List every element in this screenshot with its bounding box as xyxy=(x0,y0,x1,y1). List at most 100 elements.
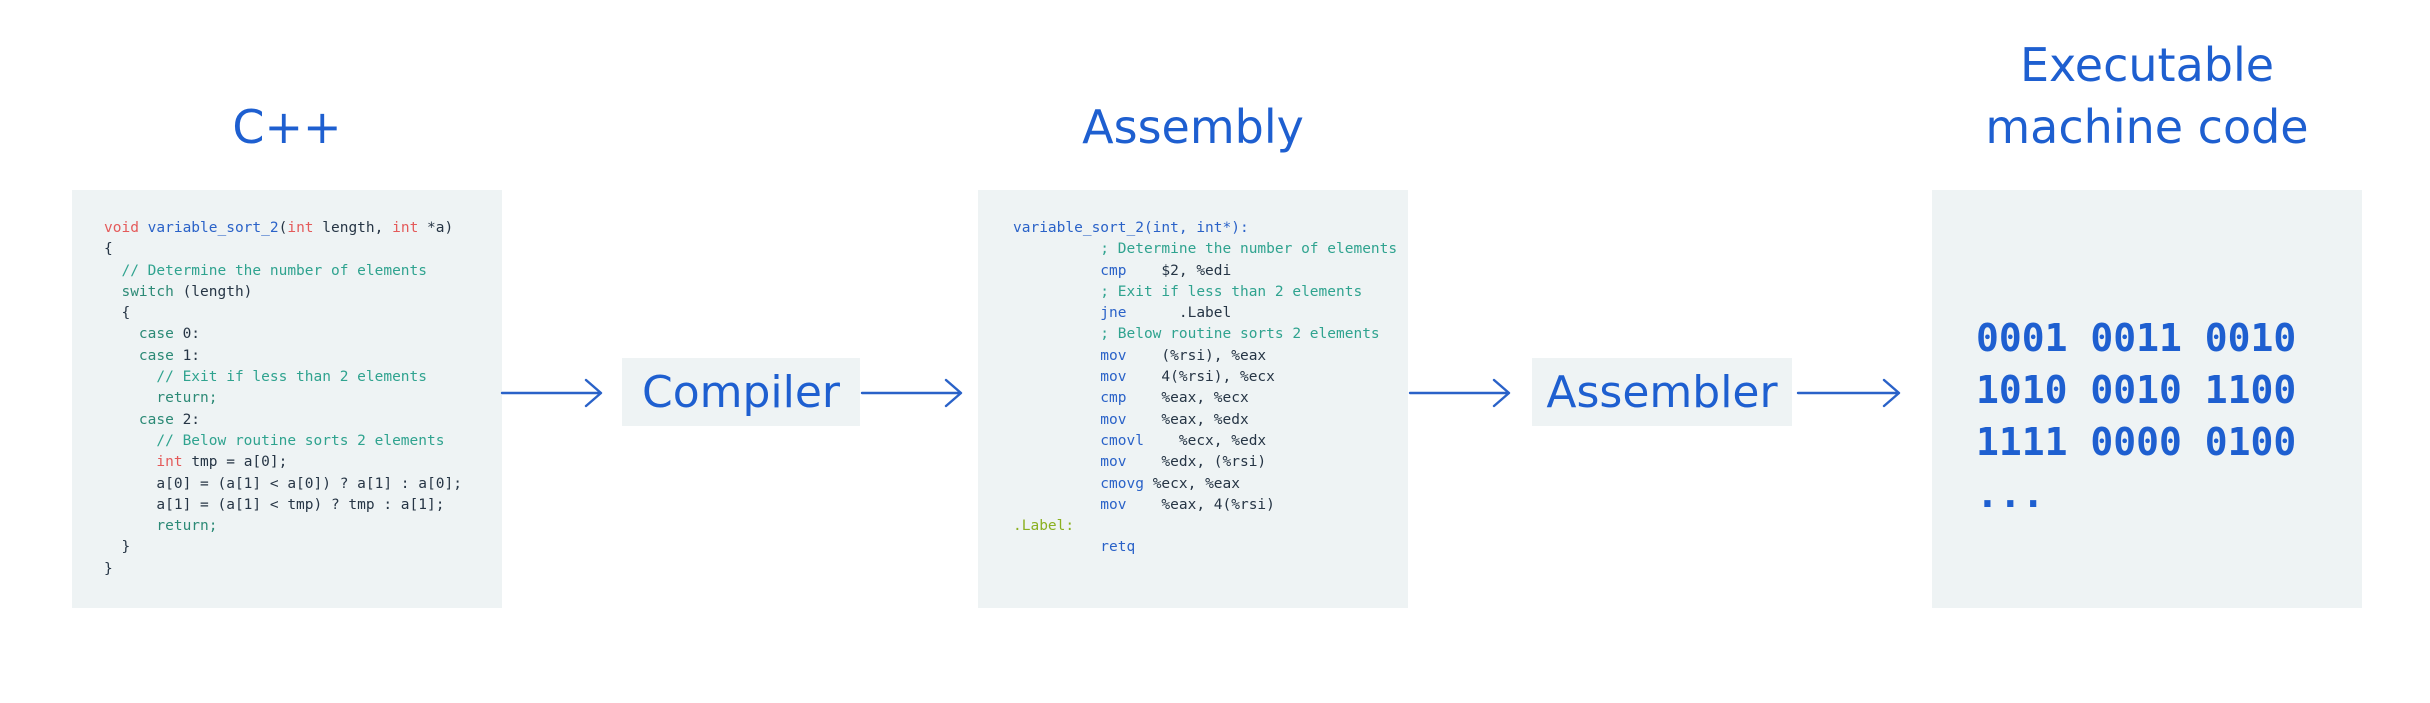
code-token: a[1] = (a[1] < tmp) ? tmp : a[1]; xyxy=(104,496,445,513)
code-token: %ecx, %eax xyxy=(1152,475,1240,492)
code-token: %edx, (%rsi) xyxy=(1161,454,1267,471)
cpp-code-line: a[1] = (a[1] < tmp) ? tmp : a[1]; xyxy=(104,495,502,516)
code-token: *a) xyxy=(427,220,454,236)
assembly-code-line: jne .Label xyxy=(1013,303,1408,324)
assembly-code-line: cmovg %ecx, %eax xyxy=(1013,474,1408,495)
code-token: switch xyxy=(104,283,183,300)
code-token: cmovl xyxy=(1013,432,1162,449)
arrow-cpp-to-compiler xyxy=(500,378,603,408)
code-token: return; xyxy=(104,390,218,407)
code-token: length, xyxy=(322,220,393,236)
cpp-code-line: // Determine the number of elements xyxy=(104,261,502,282)
machine-code-line: 0001 0011 0010 xyxy=(1976,316,2297,360)
cpp-code-line: return; xyxy=(104,388,502,409)
code-token: %eax, 4(%rsi) xyxy=(1161,496,1275,513)
cpp-code-line: return; xyxy=(104,516,502,537)
code-token: mov xyxy=(1013,454,1162,471)
assembly-code-line: mov %edx, (%rsi) xyxy=(1013,452,1408,473)
code-token: (%rsi), %eax xyxy=(1161,347,1267,364)
code-token: .Label xyxy=(1161,305,1232,322)
arrow-compiler-to-assembly xyxy=(860,378,963,408)
assembly-code-line: mov 4(%rsi), %ecx xyxy=(1013,367,1408,388)
assembly-code-line: ; Exit if less than 2 elements xyxy=(1013,282,1408,303)
code-token: // Below routine sorts 2 elements xyxy=(104,432,445,449)
code-token: ; Exit if less than 2 elements xyxy=(1013,283,1363,300)
title-machine-code: Executable machine code xyxy=(1985,38,2309,154)
code-token: variable_sort_2 xyxy=(147,220,279,236)
arrow-assembly-to-assembler xyxy=(1408,378,1511,408)
code-token: case xyxy=(104,411,183,428)
cpp-code-line: } xyxy=(104,559,502,580)
code-token: int xyxy=(392,220,428,236)
code-token: } xyxy=(104,539,131,556)
code-token: %eax, %ecx xyxy=(1161,390,1249,407)
cpp-code-line: a[0] = (a[1] < a[0]) ? a[1] : a[0]; xyxy=(104,474,502,495)
cpp-code-line: case 0: xyxy=(104,324,502,345)
code-token: case xyxy=(104,326,183,343)
cpp-code-box: void variable_sort_2(int length, int *a)… xyxy=(72,190,502,608)
code-token: variable_sort_2(int, int*): xyxy=(1013,220,1249,236)
code-token: 4(%rsi), %ecx xyxy=(1161,369,1275,386)
cpp-code-line: // Below routine sorts 2 elements xyxy=(104,431,502,452)
code-token: .Label: xyxy=(1013,518,1075,535)
machine-code-line: 1010 0010 1100 xyxy=(1976,368,2297,412)
assembly-code-line: retq xyxy=(1013,537,1408,558)
assembly-code-line: ; Below routine sorts 2 elements xyxy=(1013,324,1408,345)
compiler-box: Compiler xyxy=(622,358,860,426)
cpp-code-line: case 2: xyxy=(104,410,502,431)
code-token: ( xyxy=(278,220,288,236)
title-assembly: Assembly xyxy=(1082,100,1304,154)
assembly-code-line: mov %eax, %edx xyxy=(1013,410,1408,431)
machine-code-box xyxy=(1932,190,2362,608)
arrow-assembler-to-machine xyxy=(1796,378,1901,408)
title-cpp: C++ xyxy=(232,100,342,154)
code-token: void xyxy=(104,220,148,236)
assembly-code-line: ; Determine the number of elements xyxy=(1013,239,1408,260)
cpp-code-line: // Exit if less than 2 elements xyxy=(104,367,502,388)
assembly-code-box: variable_sort_2(int, int*): ; Determine … xyxy=(978,190,1408,608)
assembly-code: variable_sort_2(int, int*): ; Determine … xyxy=(1013,218,1408,559)
code-token: (length) xyxy=(182,283,253,300)
code-token: { xyxy=(104,241,113,258)
code-token: cmovg xyxy=(1013,475,1153,492)
assembly-code-line: .Label: xyxy=(1013,516,1408,537)
code-token: mov xyxy=(1013,411,1162,428)
cpp-code-line: { xyxy=(104,239,502,260)
code-token: a[0] = (a[1] < a[0]) ? a[1] : a[0]; xyxy=(104,475,462,492)
code-token: retq xyxy=(1013,539,1136,556)
code-token: ; Determine the number of elements xyxy=(1013,241,1398,258)
cpp-code-line: int tmp = a[0]; xyxy=(104,452,502,473)
cpp-code-line: void variable_sort_2(int length, int *a) xyxy=(104,218,502,239)
code-token: int xyxy=(104,454,192,471)
code-token: mov xyxy=(1013,347,1162,364)
code-token: 0: xyxy=(182,326,201,343)
code-token: cmp xyxy=(1013,390,1162,407)
machine-code-line: 1111 0000 0100 xyxy=(1976,420,2297,464)
assembler-box: Assembler xyxy=(1532,358,1792,426)
assembly-code-line: cmovl %ecx, %edx xyxy=(1013,431,1408,452)
code-token: ; Below routine sorts 2 elements xyxy=(1013,326,1380,343)
code-token: } xyxy=(104,560,113,577)
code-token: %eax, %edx xyxy=(1161,411,1249,428)
code-token: { xyxy=(104,305,131,322)
cpp-code-line: case 1: xyxy=(104,346,502,367)
assembly-code-line: mov (%rsi), %eax xyxy=(1013,346,1408,367)
code-token: cmp xyxy=(1013,262,1162,279)
code-token: 2: xyxy=(182,411,201,428)
code-token: // Determine the number of elements xyxy=(104,262,428,279)
code-token: case xyxy=(104,347,183,364)
code-token: int xyxy=(287,220,323,236)
machine-code: 0001 0011 0010 1010 0010 1100 1111 0000 01… xyxy=(1976,312,2296,520)
assembly-code-line: cmp %eax, %ecx xyxy=(1013,388,1408,409)
code-token: mov xyxy=(1013,369,1162,386)
code-token: jne xyxy=(1013,305,1162,322)
code-token: %ecx, %edx xyxy=(1161,432,1267,449)
cpp-code-line: switch (length) xyxy=(104,282,502,303)
machine-code-line: ... xyxy=(1976,472,2045,516)
code-token: // Exit if less than 2 elements xyxy=(104,369,428,386)
code-token: 1: xyxy=(182,347,201,364)
cpp-code: void variable_sort_2(int length, int *a)… xyxy=(104,218,502,580)
cpp-code-line: { xyxy=(104,303,502,324)
cpp-code-line: } xyxy=(104,537,502,558)
